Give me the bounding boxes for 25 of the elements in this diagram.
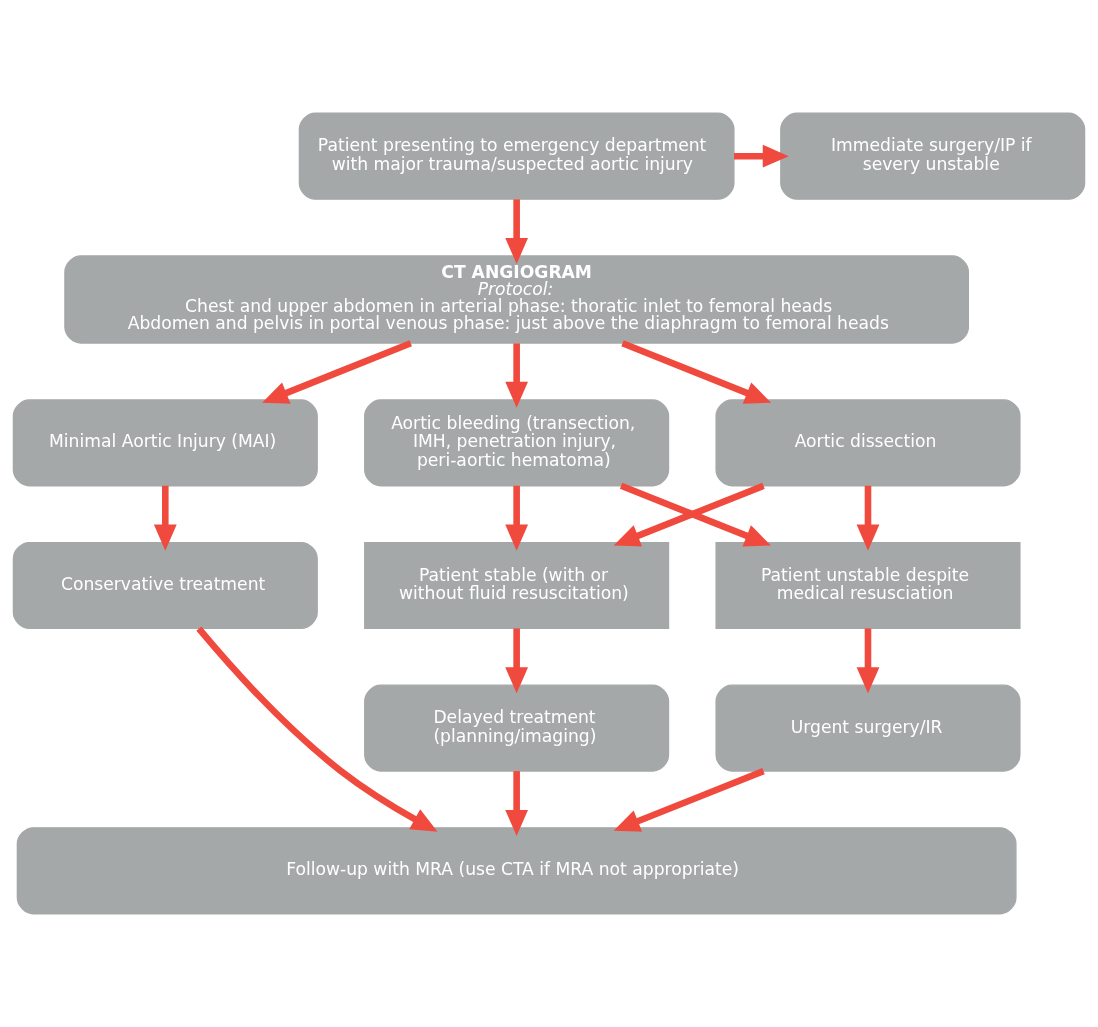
node-box: Aortic bleeding (transection, IMH, penetration injury, peri-aortic hematoma) [364,399,670,487]
node-box: Aortic dissection [715,399,1021,487]
arrow [196,626,438,832]
node-box: Minimal Aortic Injury (MAI) [12,399,318,487]
node-box: Patient stable (with or without fluid resuscitation) [364,541,670,630]
arrow [613,768,765,832]
arrow [505,628,529,694]
node-box: Immediate surgery/IP if severy unstable [780,112,1086,200]
arrow [505,199,529,265]
node-box: Follow-up with MRA (use CTA if MRA not appropriate) [16,827,1017,915]
node-box: Patient presenting to emergency department with major trauma/suspected aortic injury [298,112,735,200]
arrow [153,485,177,551]
node-box: Urgent surgery/IR [715,684,1021,772]
arrow [734,144,789,168]
arrow [505,771,529,836]
node-box: Conservative treatment [12,541,318,630]
node-box: CT ANGIOGRAM Protocol: Chest and upper abdomen in arterial phase: thoratic inlet to femoral heads Abdomen and pelvis in portal venous phase: just above the diaphragm to femoral heads [64,255,970,344]
node-box: Delayed treatment (planning/imaging) [364,684,670,772]
node-box: Patient unstable despite medical resusciation [715,541,1021,630]
arrow [621,340,772,404]
arrow [856,628,880,694]
arrow [505,343,529,408]
arrow [262,340,412,404]
arrow [856,485,880,551]
arrow [505,485,529,551]
